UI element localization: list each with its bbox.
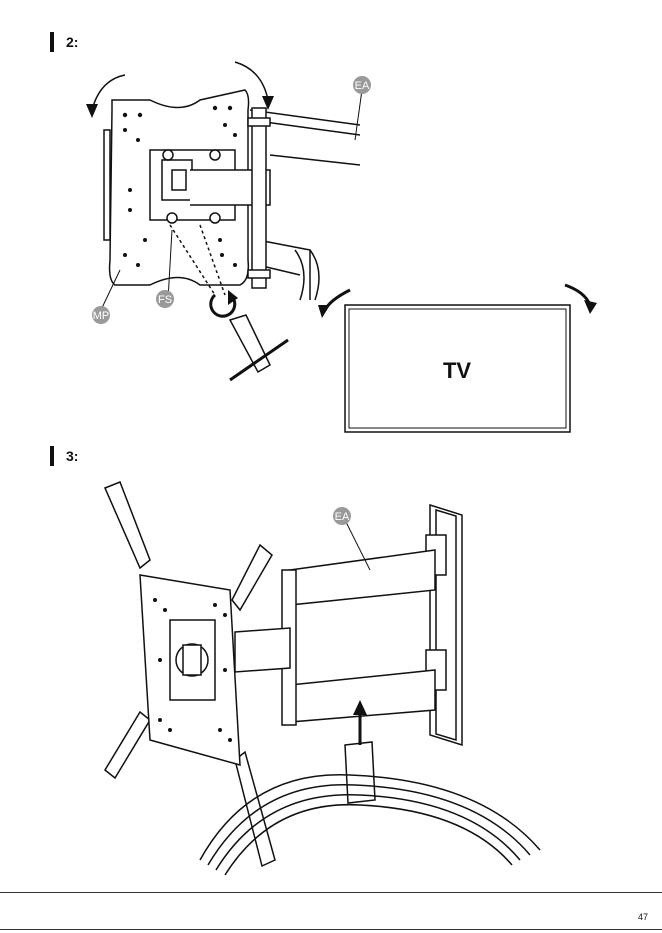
allen-key-tool bbox=[230, 315, 270, 372]
callout-mp: MP bbox=[92, 306, 110, 324]
callout-ea: EA bbox=[353, 76, 371, 94]
lower-arm bbox=[290, 670, 435, 722]
step-2-illustration: EA FS MP TV bbox=[0, 0, 662, 440]
footer-divider bbox=[0, 892, 662, 893]
step-3-heading: 3: bbox=[50, 446, 78, 466]
plate-arm-lower-left bbox=[105, 712, 150, 778]
svg-text:EA: EA bbox=[355, 80, 370, 92]
step-3-label: 3: bbox=[66, 448, 78, 464]
upper-arm bbox=[290, 550, 435, 605]
plate-arm-upper-left bbox=[105, 482, 150, 568]
page-number: 47 bbox=[638, 912, 648, 922]
callout-fs: FS bbox=[156, 290, 174, 308]
cable-clip bbox=[345, 742, 375, 803]
svg-text:MP: MP bbox=[93, 310, 110, 322]
svg-text:FS: FS bbox=[158, 294, 172, 306]
tv-label: TV bbox=[443, 358, 471, 383]
plate-arm-upper-right bbox=[232, 545, 272, 610]
tv-mount-plate bbox=[140, 575, 240, 765]
plate-arm-lower-right bbox=[235, 752, 275, 866]
wall-plate bbox=[430, 505, 462, 745]
step-marker-bar bbox=[50, 446, 54, 466]
callout-ea-step3: EA bbox=[333, 507, 351, 525]
footer-bottom-divider bbox=[0, 929, 662, 930]
svg-text:EA: EA bbox=[335, 511, 350, 523]
